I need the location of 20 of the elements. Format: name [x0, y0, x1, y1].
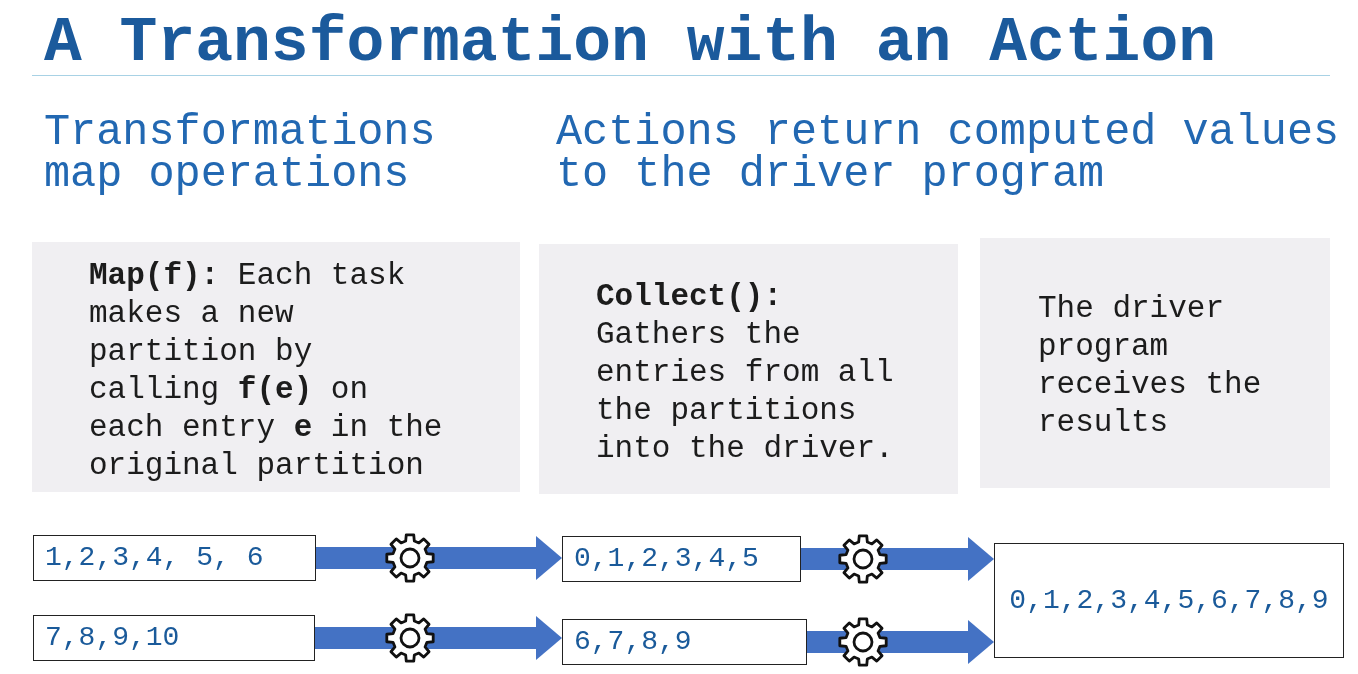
arrow: [316, 536, 562, 580]
arrow: [315, 616, 562, 660]
partition-values: 0,1,2,3,4,5: [574, 542, 759, 576]
partition-box: [562, 536, 801, 582]
description-text: Collect(): Gathers the entries from all the partitions into the driver.: [596, 278, 895, 468]
arrow: [801, 537, 994, 581]
partition-box: [33, 615, 315, 661]
arrow: [807, 620, 994, 664]
partition-box: [33, 535, 316, 581]
partition-values: 7,8,9,10: [45, 621, 180, 655]
column-heading: Transformations map operations: [44, 112, 437, 196]
description-text: The driver program receives the results: [1038, 290, 1263, 442]
description-text: Map(f): Each task makes a new partition by calling f(e) on each entry e in the original partition: [89, 257, 444, 485]
result-values: 0,1,2,3,4,5,6,7,8,9: [1009, 583, 1329, 618]
partition-values: 1,2,3,4, 5, 6: [45, 541, 264, 575]
result-box: [994, 543, 1344, 658]
slide-title: A Transformation with an Action: [44, 12, 1216, 75]
partition-box: [562, 619, 807, 665]
partition-values: 6,7,8,9: [574, 625, 692, 659]
column-heading: Actions return computed values to the driver program: [556, 112, 1341, 196]
